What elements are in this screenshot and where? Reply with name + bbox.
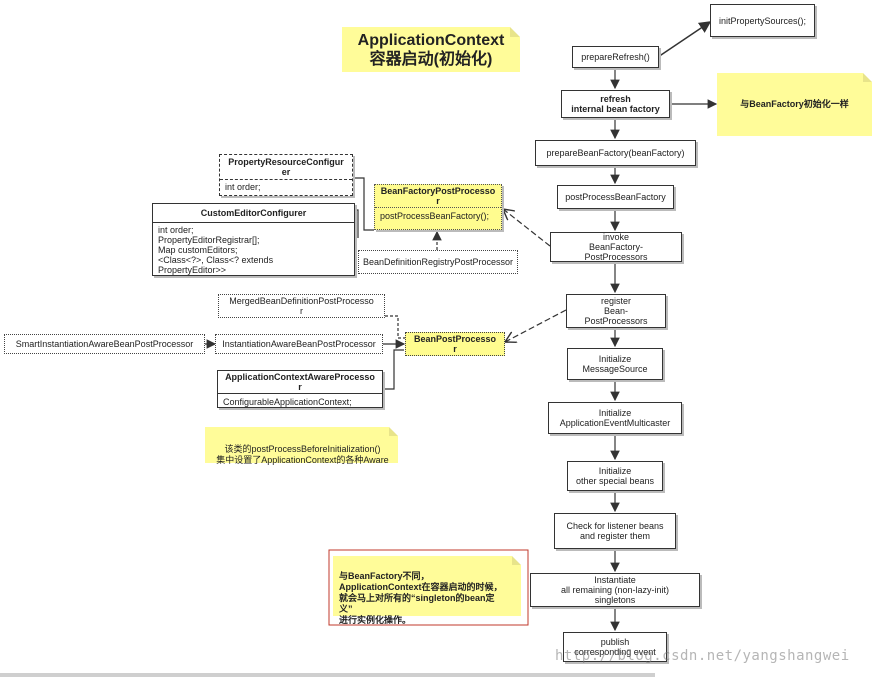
arrow-init-property-sources [657, 21, 712, 58]
horizontal-scrollbar[interactable] [0, 673, 655, 677]
bean-definition-registry-post-processor-box: BeanDefinitionRegistryPostProcessor [358, 250, 518, 274]
init-multicaster-box: Initialize ApplicationEventMulticaster [548, 402, 682, 434]
arrow-register-bpp [505, 309, 567, 342]
init-property-sources-box: initPropertySources(); [710, 4, 815, 37]
prepare-refresh-box: prepareRefresh() [572, 46, 659, 68]
note-same-as-bean-factory-text: 与BeanFactory初始化一样 [740, 99, 849, 109]
smart-instantiation-aware-box: SmartInstantiationAwareBeanPostProcessor [4, 334, 205, 354]
class-title: BeanFactoryPostProcesso r [375, 185, 501, 208]
arrow-invoke-bfpp [503, 209, 551, 247]
merged-bean-definition-post-processor-box: MergedBeanDefinitionPostProcesso r [218, 294, 385, 318]
custom-editor-configurer-class: CustomEditorConfigurer int order; Proper… [152, 203, 355, 276]
instantiation-aware-box: InstantiationAwareBeanPostProcessor [215, 334, 383, 354]
class-title: CustomEditorConfigurer [153, 204, 354, 223]
watermark: http://blog.csdn.net/yangshangwei [555, 648, 850, 664]
init-special-beans-box: Initialize other special beans [567, 461, 663, 491]
instantiate-singletons-box: Instantiate all remaining (non-lazy-init… [530, 573, 700, 607]
singleton-note-frame [328, 549, 529, 626]
class-body: int order; PropertyEditorRegistrar[]; Ma… [158, 225, 274, 275]
class-body: int order; [225, 182, 261, 192]
note-aware-text: 该类的postProcessBeforeInitialization() 集中设… [216, 444, 389, 465]
class-title: PropertyResourceConfigur er [220, 155, 352, 180]
post-process-bean-factory-box: postProcessBeanFactory [557, 185, 674, 209]
note-singleton-text: 与BeanFactory不同， ApplicationContext在容器启动的… [339, 571, 503, 625]
init-message-source-box: Initialize MessageSource [567, 348, 663, 380]
check-listeners-box: Check for listener beans and register th… [554, 513, 676, 549]
diagram-title: ApplicationContext 容器启动(初始化) [342, 27, 520, 72]
class-body: ConfigurableApplicationContext; [223, 397, 352, 407]
inheritance-lines [205, 177, 442, 390]
publish-event-box: publish corresponding event [563, 632, 667, 662]
register-post-processors-box: register Bean- PostProcessors [566, 294, 666, 328]
property-resource-configurer-class: PropertyResourceConfigur er int order; [219, 154, 353, 196]
application-context-aware-processor-class: ApplicationContextAwareProcesso r Config… [217, 370, 383, 408]
class-body: postProcessBeanFactory(); [380, 211, 490, 221]
bean-factory-post-processor-class: BeanFactoryPostProcesso r postProcessBea… [374, 184, 502, 230]
prepare-bean-factory-box: prepareBeanFactory(beanFactory) [535, 140, 696, 166]
note-aware: 该类的postProcessBeforeInitialization() 集中设… [205, 427, 398, 465]
invoke-post-processors-box: invoke BeanFactory- PostProcessors [550, 232, 682, 262]
bean-post-processor-box: BeanPostProcesso r [405, 332, 505, 356]
refresh-bean-factory-box: refresh internal bean factory [561, 90, 670, 118]
class-title: ApplicationContextAwareProcesso r [218, 371, 382, 394]
note-singleton: 与BeanFactory不同， ApplicationContext在容器启动的… [333, 556, 521, 625]
note-same-as-bean-factory: 与BeanFactory初始化一样 [717, 73, 872, 136]
